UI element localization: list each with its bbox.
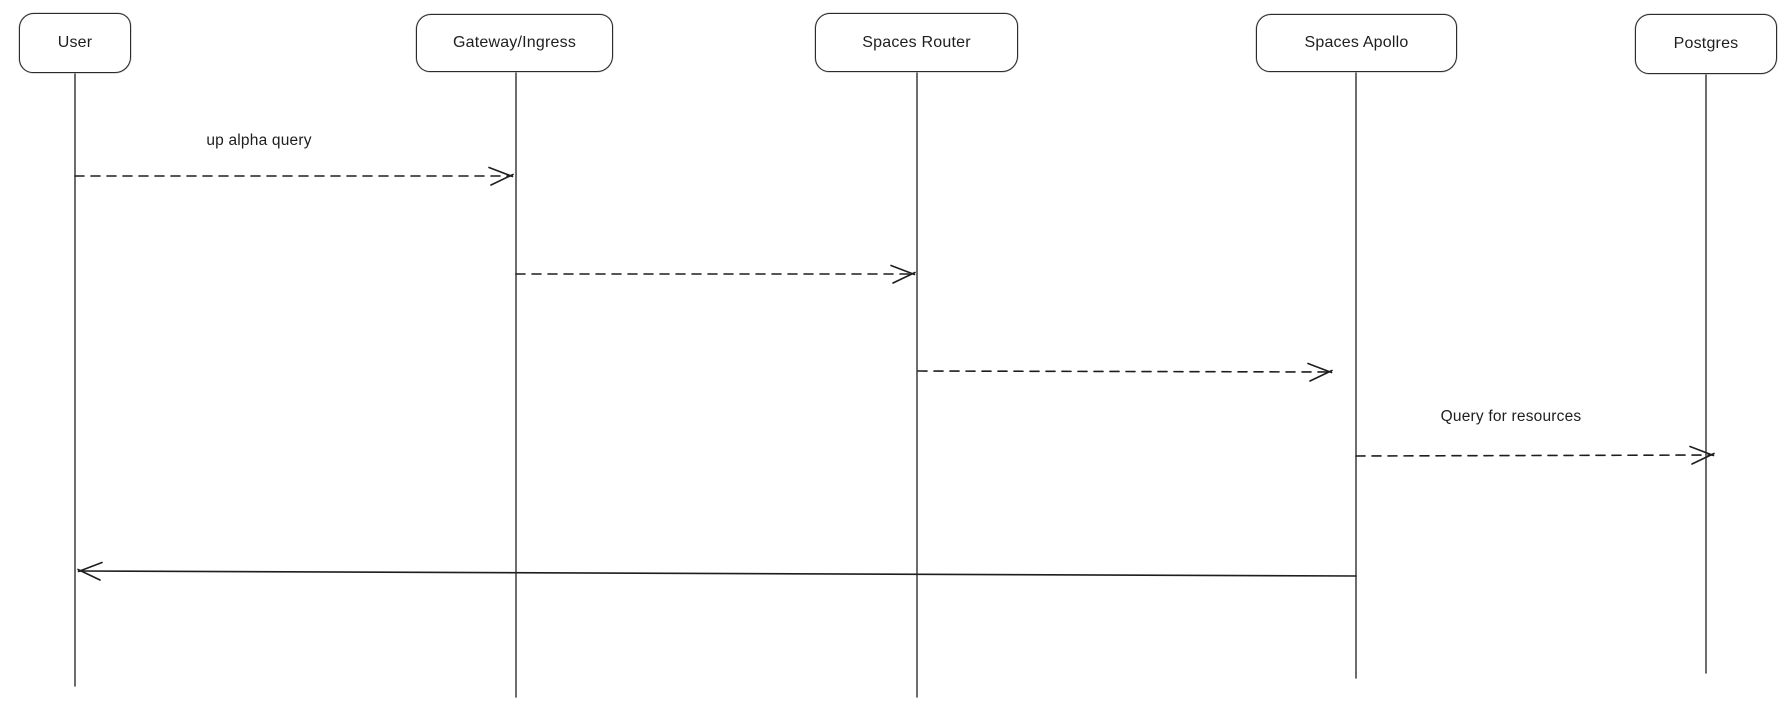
arrowhead-lower-stroke-0 bbox=[490, 173, 514, 186]
actor-spaces-router-label: Spaces Router bbox=[862, 33, 971, 51]
arrowhead-upper-stroke-4 bbox=[77, 561, 103, 573]
message-arrow-spaces-apollo-to-postgres[interactable] bbox=[1355, 454, 1714, 457]
message-arrow-spaces-apollo-to-user[interactable] bbox=[78, 570, 1357, 577]
arrowhead-lower-stroke-2 bbox=[1309, 369, 1333, 382]
message-arrow-spaces-router-to-spaces-apollo[interactable] bbox=[917, 370, 1332, 373]
arrowhead-lower-stroke-4 bbox=[77, 568, 101, 581]
actor-postgres-label: Postgres bbox=[1673, 35, 1739, 52]
actor-gateway-ingress[interactable]: Gateway/Ingress bbox=[416, 14, 613, 72]
arrowhead-upper-stroke-1 bbox=[890, 264, 916, 276]
arrowhead-upper-stroke-0 bbox=[488, 166, 514, 178]
arrowhead-lower-stroke-3 bbox=[1691, 452, 1715, 465]
message-label-up-alpha-query: up alpha query bbox=[206, 132, 312, 149]
arrowhead-upper-stroke-2 bbox=[1307, 362, 1333, 374]
actor-spaces-apollo-label: Spaces Apollo bbox=[1304, 34, 1409, 51]
actor-user-label: User bbox=[57, 34, 93, 51]
actor-gateway-ingress-label: Gateway/Ingress bbox=[452, 34, 577, 51]
actor-postgres[interactable]: Postgres bbox=[1635, 14, 1777, 74]
actor-spaces-apollo[interactable]: Spaces Apollo bbox=[1256, 14, 1457, 72]
arrowhead-lower-stroke-1 bbox=[892, 271, 916, 284]
message-label-query-for-resources: Query for resources bbox=[1440, 408, 1582, 425]
arrowhead-upper-stroke-3 bbox=[1689, 445, 1715, 457]
actor-spaces-router[interactable]: Spaces Router bbox=[815, 13, 1018, 72]
actor-user[interactable]: User bbox=[19, 13, 131, 73]
